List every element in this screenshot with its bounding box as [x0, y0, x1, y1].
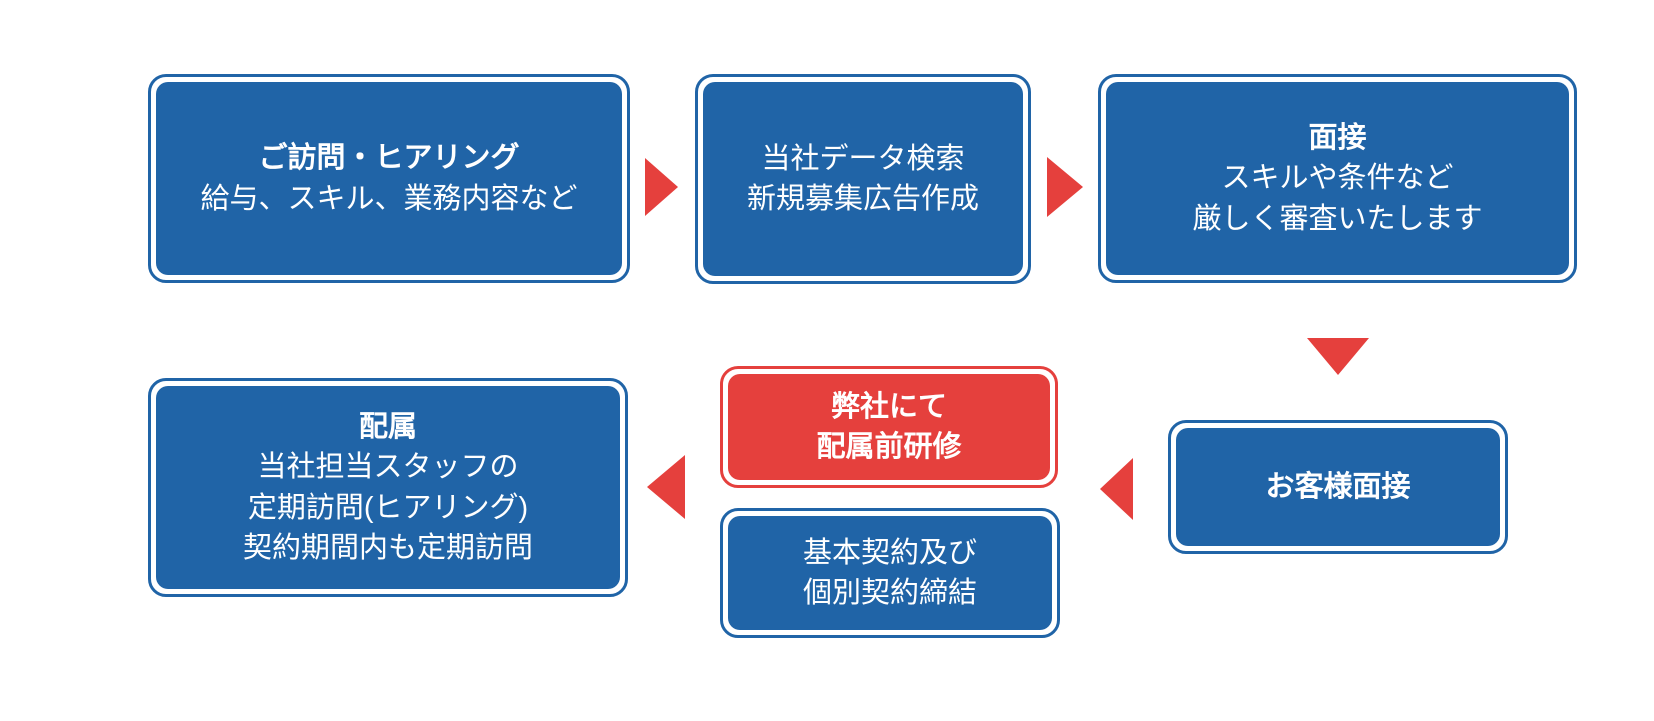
step-box-data-search: 当社データ検索 新規募集広告作成 [695, 74, 1031, 284]
step-title: ご訪問・ヒアリング [258, 142, 520, 175]
step-box-pre-assignment-training-body: 弊社にて 配属前研修 [728, 374, 1050, 480]
step-box-interview-body: 面接 スキルや条件など 厳しく審査いたします [1106, 82, 1569, 275]
step-box-visit-hearing: ご訪問・ヒアリング 給与、スキル、業務内容など [148, 74, 630, 283]
arrow-down-icon [1307, 338, 1369, 375]
step-box-interview: 面接 スキルや条件など 厳しく審査いたします [1098, 74, 1577, 283]
step-line: 弊社にて [830, 390, 947, 423]
step-line: 給与、スキル、業務内容など [200, 182, 578, 215]
step-box-pre-assignment-training: 弊社にて 配属前研修 [720, 366, 1058, 488]
step-title: お客様面接 [1265, 470, 1411, 503]
step-line: 当社担当スタッフの [257, 451, 519, 484]
step-box-client-interview: お客様面接 [1168, 420, 1508, 554]
step-box-data-search-body: 当社データ検索 新規募集広告作成 [703, 82, 1023, 276]
step-line: 厳しく審査いたします [1192, 202, 1483, 235]
step-line: 定期訪問(ヒアリング) [247, 491, 529, 524]
step-box-contract: 基本契約及び 個別契約締結 [720, 508, 1060, 638]
step-line: 基本契約及び [802, 536, 977, 569]
arrow-right-icon [645, 158, 678, 216]
step-line: 当社データ検索 [761, 142, 965, 175]
step-line: 新規募集広告作成 [746, 183, 979, 215]
step-line: スキルや条件など [1221, 162, 1454, 195]
step-box-assignment: 配属 当社担当スタッフの 定期訪問(ヒアリング) 契約期間内も定期訪問 [148, 378, 628, 597]
step-line: 配属前研修 [816, 431, 962, 463]
step-box-assignment-body: 配属 当社担当スタッフの 定期訪問(ヒアリング) 契約期間内も定期訪問 [156, 386, 620, 589]
arrow-left-icon [1100, 458, 1133, 520]
step-box-visit-hearing-body: ご訪問・ヒアリング 給与、スキル、業務内容など [156, 82, 622, 275]
step-line: 個別契約締結 [802, 577, 977, 609]
step-title: 配属 [358, 411, 417, 444]
step-box-contract-body: 基本契約及び 個別契約締結 [728, 516, 1052, 630]
arrow-right-icon [1047, 157, 1083, 217]
step-title: 面接 [1308, 122, 1367, 155]
step-line: 契約期間内も定期訪問 [242, 531, 533, 564]
arrow-left-icon [647, 455, 685, 519]
step-box-client-interview-body: お客様面接 [1176, 428, 1500, 546]
